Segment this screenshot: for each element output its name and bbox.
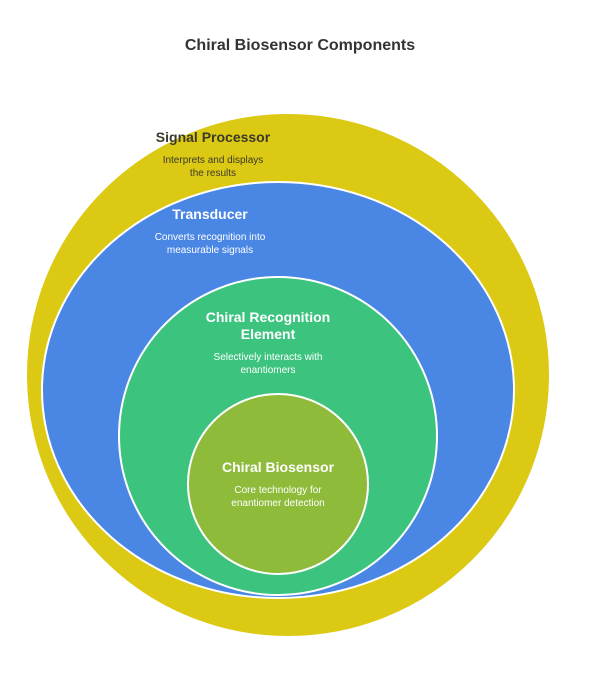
chiral-recognition-element-heading: Chiral Recognition Element xyxy=(163,309,373,343)
signal-processor-label: Signal Processor Interprets and displays… xyxy=(108,129,318,180)
chiral-biosensor-description-line2: enantiomer detection xyxy=(231,498,325,509)
signal-processor-description-line2: the results xyxy=(189,168,237,179)
chiral-recognition-element-label: Chiral Recognition Element Selectively i… xyxy=(163,309,373,377)
chiral-biosensor-label: Chiral Biosensor Core technology for ena… xyxy=(173,459,383,510)
transducer-description-line2: measurable signals xyxy=(166,245,254,256)
transducer-label: Transducer Converts recognition into mea… xyxy=(105,206,315,257)
chiral-recognition-element-description-line2: enantiomers xyxy=(240,365,296,376)
transducer-description: Converts recognition into measurable sig… xyxy=(105,231,315,257)
transducer-heading: Transducer xyxy=(172,206,248,222)
chiral-biosensor-heading: Chiral Biosensor xyxy=(221,459,335,475)
chiral-biosensor-description: Core technology for enantiomer detection xyxy=(173,484,383,510)
chiral-biosensor-description-line1: Core technology for xyxy=(234,485,322,496)
chiral-recognition-element-description: Selectively interacts with enantiomers xyxy=(163,351,373,377)
signal-processor-heading: Signal Processor xyxy=(155,129,271,145)
signal-processor-description: Interprets and displays the results xyxy=(108,154,318,180)
transducer-description-line1: Converts recognition into xyxy=(154,232,266,243)
chiral-biosensor-circle xyxy=(187,393,369,575)
diagram-title: Chiral Biosensor Components xyxy=(184,37,416,54)
chiral-recognition-element-heading-line1: Chiral Recognition xyxy=(205,309,331,325)
signal-processor-description-line1: Interprets and displays xyxy=(162,155,264,166)
chiral-recognition-element-heading-line2: Element xyxy=(240,326,296,342)
chiral-recognition-element-description-line1: Selectively interacts with xyxy=(213,352,323,363)
